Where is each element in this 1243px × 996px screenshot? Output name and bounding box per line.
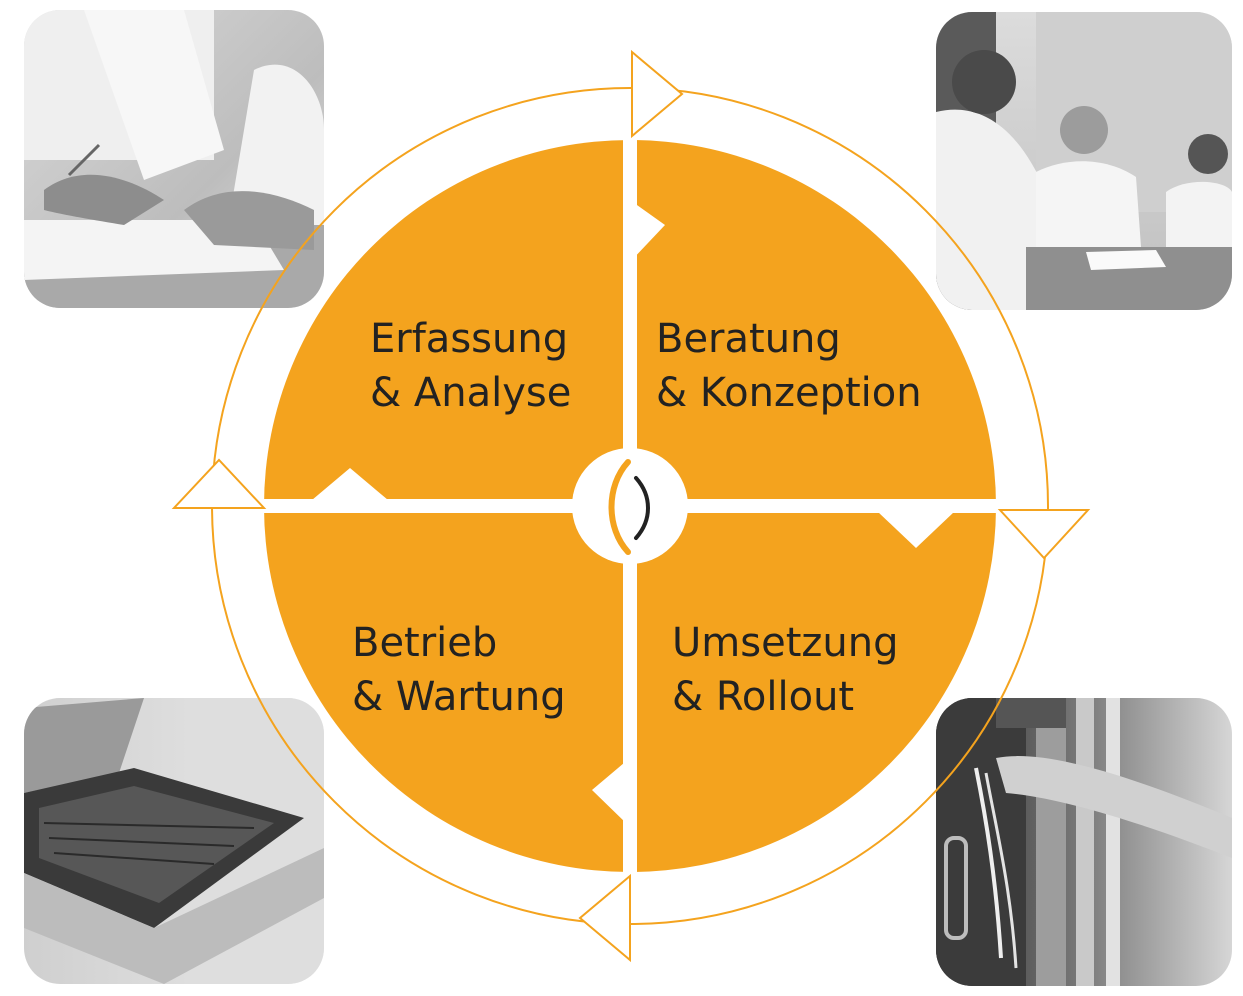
arrow-bottom-icon bbox=[578, 873, 631, 963]
quadrant-umsetzung-line2: & Rollout bbox=[672, 674, 854, 720]
arrow-left-icon bbox=[171, 458, 267, 509]
arrow-right-icon bbox=[997, 509, 1091, 560]
logo-icon bbox=[608, 459, 650, 555]
quadrant-betrieb-line2: & Wartung bbox=[352, 674, 566, 720]
quadrant-beratung-line2: & Konzeption bbox=[656, 370, 922, 416]
quadrant-beratung-line1: Beratung bbox=[656, 316, 841, 362]
quadrant-erfassung-line2: & Analyse bbox=[370, 370, 571, 416]
quadrant-umsetzung-line1: Umsetzung bbox=[672, 620, 898, 666]
laptop-photo bbox=[24, 698, 324, 984]
arrow-top-icon bbox=[631, 49, 684, 139]
quadrant-erfassung-line1: Erfassung bbox=[370, 316, 568, 362]
hands-writing-photo bbox=[24, 10, 324, 308]
cycle-arrows bbox=[171, 49, 1091, 963]
meeting-photo bbox=[936, 12, 1232, 310]
quadrant-betrieb-line1: Betrieb bbox=[352, 620, 497, 666]
divider-notches bbox=[312, 195, 954, 825]
center-circle bbox=[572, 448, 688, 564]
server-rack-photo bbox=[936, 698, 1232, 986]
